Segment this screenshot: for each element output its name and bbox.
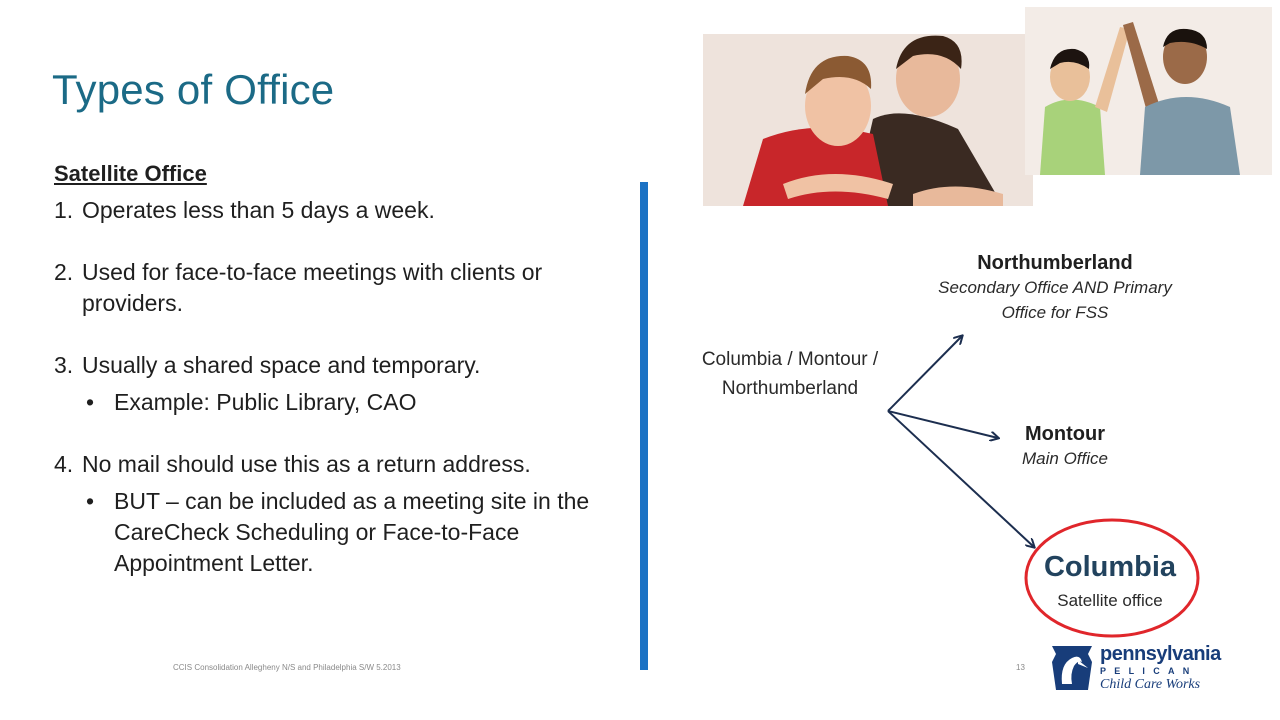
- logo-line-3: Child Care Works: [1100, 677, 1201, 692]
- node-subtitle: Secondary Office AND Primary Office for …: [938, 278, 1172, 322]
- node-northumberland: Northumberland Secondary Office AND Prim…: [930, 252, 1180, 325]
- bullet-glyph: •: [86, 488, 95, 514]
- pelican-keystone-icon: [1052, 646, 1092, 690]
- footer-text: CCIS Consolidation Allegheny N/S and Phi…: [173, 663, 401, 672]
- source-counties-label: Columbia / Montour / Northumberland: [701, 349, 879, 399]
- sub-bullet: • Example: Public Library, CAO: [86, 387, 634, 418]
- pennsylvania-pelican-logo: pennsylvania PELICAN Child Care Works: [1048, 644, 1223, 692]
- satellite-office-content: Satellite Office 1. Operates less than 5…: [54, 158, 634, 579]
- logo-line-1: pennsylvania: [1100, 643, 1221, 665]
- logo-line-2: PELICAN: [1100, 666, 1198, 676]
- node-title: Northumberland: [977, 252, 1133, 274]
- section-heading: Satellite Office: [54, 161, 207, 186]
- list-text: Used for face-to-face meetings with clie…: [82, 259, 543, 316]
- list-item-3: 3. Usually a shared space and temporary.: [54, 350, 634, 381]
- logo-wordmark: pennsylvania PELICAN Child Care Works: [1100, 644, 1225, 692]
- bullet-text: Example: Public Library, CAO: [114, 389, 417, 415]
- arrow-to-northumberland: [887, 336, 962, 412]
- node-montour: Montour Main Office: [980, 423, 1150, 471]
- node-subtitle: Satellite office: [1057, 591, 1163, 610]
- list-item-2: 2. Used for face-to-face meetings with c…: [54, 257, 634, 319]
- list-item-1: 1. Operates less than 5 days a week.: [54, 195, 634, 226]
- page-number: 13: [1016, 663, 1025, 672]
- slide-title: Types of Office: [52, 66, 335, 113]
- photo-two-boys: [703, 34, 1033, 206]
- vertical-divider: [640, 182, 648, 670]
- list-number: 1.: [54, 197, 74, 223]
- node-columbia: Columbia Satellite office: [1020, 545, 1200, 613]
- list-number: 3.: [54, 352, 74, 378]
- list-text: Usually a shared space and temporary.: [82, 352, 481, 378]
- arrow-to-montour: [887, 410, 998, 438]
- office-diagram: Columbia / Montour / Northumberland Nort…: [680, 240, 1240, 640]
- arrow-to-columbia: [887, 410, 1034, 547]
- sub-bullet: • BUT – can be included as a meeting sit…: [86, 486, 634, 579]
- list-text: Operates less than 5 days a week.: [82, 197, 435, 223]
- node-title: Columbia: [1043, 551, 1177, 583]
- photo-high-five: [1025, 7, 1272, 175]
- node-title: Montour: [1025, 423, 1105, 445]
- bullet-text: BUT – can be included as a meeting site …: [114, 488, 590, 576]
- list-item-4: 4. No mail should use this as a return a…: [54, 449, 634, 480]
- list-number: 4.: [54, 451, 74, 477]
- columbia-highlight-circle: [1024, 518, 1200, 638]
- list-text: No mail should use this as a return addr…: [82, 451, 531, 477]
- node-subtitle: Main Office: [1022, 449, 1108, 468]
- list-number: 2.: [54, 259, 74, 285]
- bullet-glyph: •: [86, 389, 95, 415]
